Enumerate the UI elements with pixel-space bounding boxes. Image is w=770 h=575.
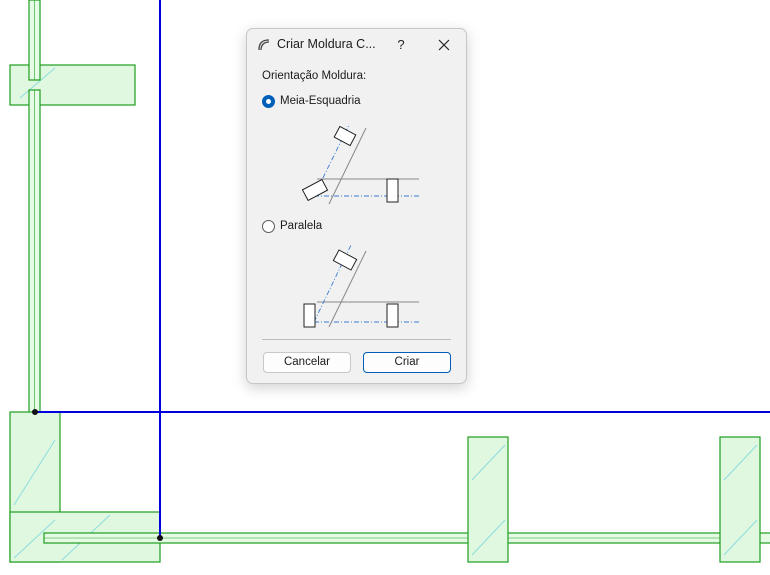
wall-vertical-upper[interactable] <box>28 0 41 81</box>
orientation-label: Orientação Moldura: <box>262 70 367 82</box>
column-element-right[interactable] <box>719 436 761 563</box>
radio-label-paralela: Paralela <box>280 220 323 232</box>
separator <box>262 339 451 340</box>
parallel-diagram <box>303 244 419 328</box>
radio-label-meia-esquadria: Meia-Esquadria <box>280 95 361 107</box>
column-element-middle[interactable] <box>467 436 509 563</box>
node-point[interactable] <box>32 409 38 415</box>
node-point[interactable] <box>157 535 163 541</box>
create-button[interactable]: Criar <box>363 352 451 373</box>
radio-paralela[interactable]: Paralela <box>262 218 322 234</box>
close-button[interactable] <box>433 35 455 55</box>
dialog-titlebar[interactable]: Criar Moldura C... ? <box>247 29 466 61</box>
dialog-title: Criar Moldura C... <box>277 37 376 51</box>
help-button[interactable]: ? <box>397 37 405 52</box>
cancel-button[interactable]: Cancelar <box>263 352 351 373</box>
miter-diagram <box>301 124 419 205</box>
radio-meia-esquadria[interactable]: Meia-Esquadria <box>262 93 361 109</box>
create-frame-dialog: Criar Moldura C... ? Orientação Moldura:… <box>246 28 467 384</box>
radio-button-checked[interactable] <box>262 94 275 108</box>
radio-button-unchecked[interactable] <box>262 219 275 233</box>
app-icon <box>258 39 270 51</box>
wall-horizontal-bottom[interactable] <box>43 532 770 544</box>
close-icon <box>438 39 450 51</box>
